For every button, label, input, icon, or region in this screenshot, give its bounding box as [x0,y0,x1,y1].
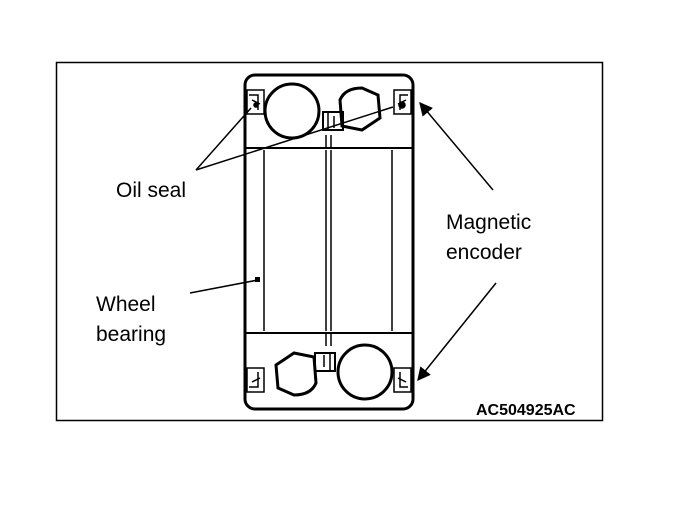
magnetic-encoder-arrows [417,101,497,382]
oil-seal-top-right [393,89,412,115]
wheel-bearing-label-line1: Wheel [96,293,156,316]
wheel-bearing-label-line2: bearing [96,323,166,346]
oil-seal-bottom-left [246,367,265,393]
top-rolling-elements [263,82,382,140]
oil-seal-top-left [246,89,265,115]
figure-code: AC504925AC [476,402,576,419]
wheel-bearing [243,73,415,411]
magnetic-encoder-label-line2: encoder [446,241,522,264]
figure-frame [55,61,604,422]
wheel-bearing-leader [189,279,259,294]
magnetic-encoder-label-line1: Magnetic [446,211,531,234]
oil-seal-label: Oil seal [116,179,186,202]
bottom-rolling-elements [274,343,394,401]
oil-seal-leaders [195,106,394,171]
oil-seal-bottom-right [393,367,412,393]
wheel-bearing-leader-dot [255,277,260,282]
